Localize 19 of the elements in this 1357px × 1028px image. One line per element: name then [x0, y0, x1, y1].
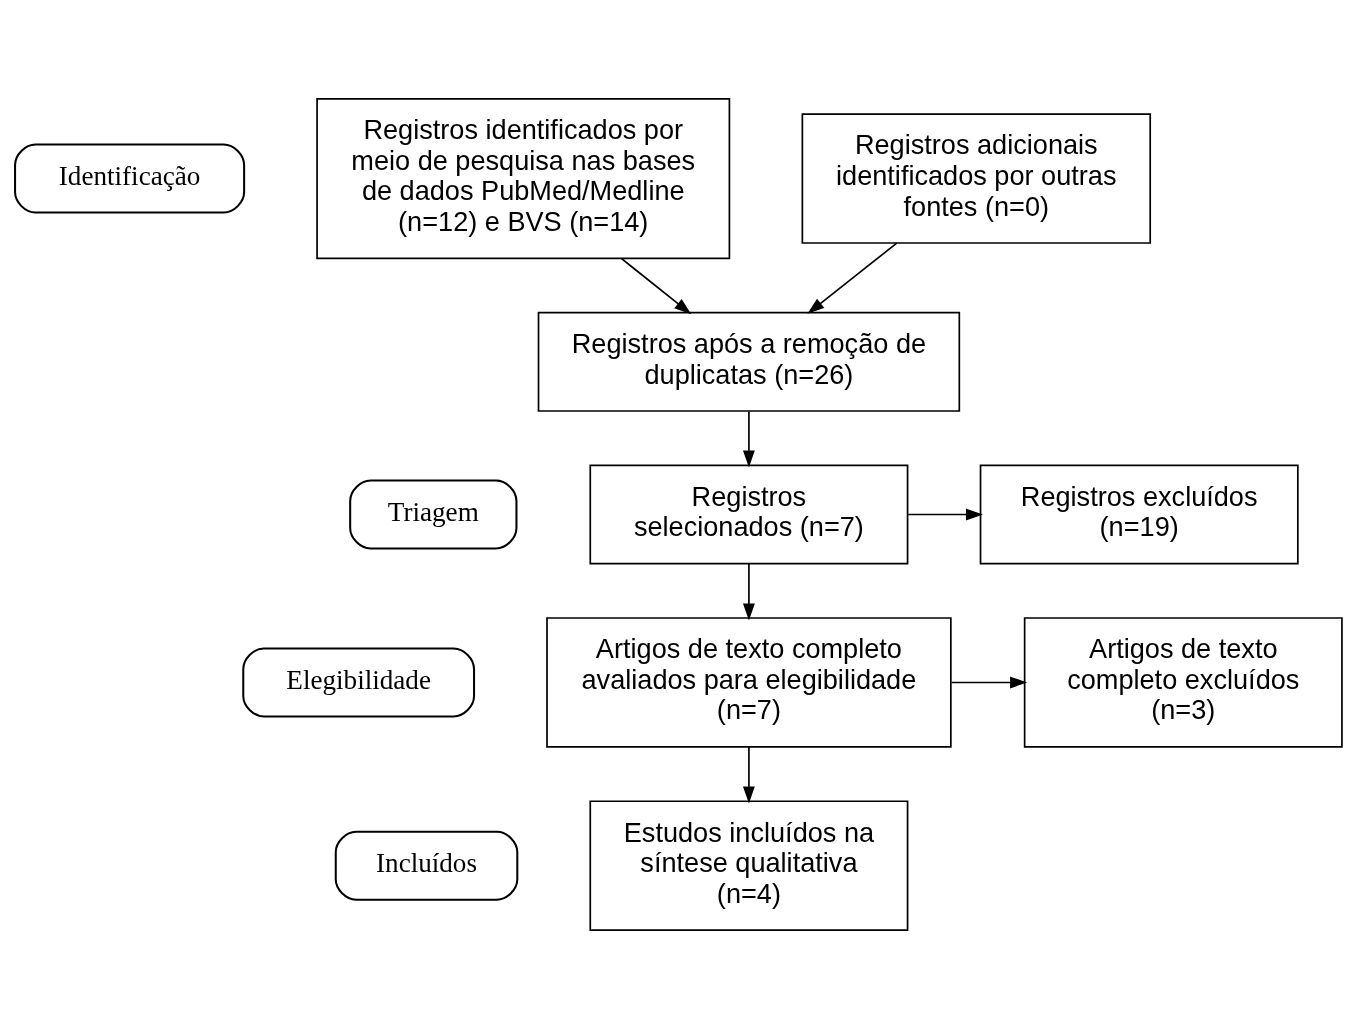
node-box: Identificação: [14, 143, 246, 213]
node-box: Estudos incluídos na síntese qualitativa (n=4): [589, 799, 909, 931]
node-box: Incluídos: [334, 830, 519, 901]
node-box: Registros selecionados (n=7): [589, 463, 909, 565]
node-box: Artigos de texto completo avaliados para elegibilidade (n=7): [546, 616, 952, 748]
node-box: Triagem: [349, 479, 518, 549]
arrow: [907, 508, 983, 520]
node-box: Registros identificados por meio de pesquisa nas bases de dados PubMed/Medline (n=12) e BVS (n=14): [316, 97, 731, 259]
arrow: [807, 241, 898, 314]
arrow: [742, 745, 755, 803]
arrow: [742, 562, 755, 621]
node-box: Registros após a remoção de duplicatas (n=26): [537, 311, 961, 412]
node-box: Registros adicionais identificados por outras fontes (n=0): [801, 112, 1152, 244]
node-box: Elegibilidade: [242, 647, 476, 717]
arrow: [620, 257, 692, 314]
arrow: [950, 676, 1028, 688]
node-box: Registros excluídos (n=19): [979, 463, 1299, 565]
arrow: [742, 410, 755, 467]
node-box: Artigos de texto completo excluídos (n=3): [1023, 616, 1343, 748]
